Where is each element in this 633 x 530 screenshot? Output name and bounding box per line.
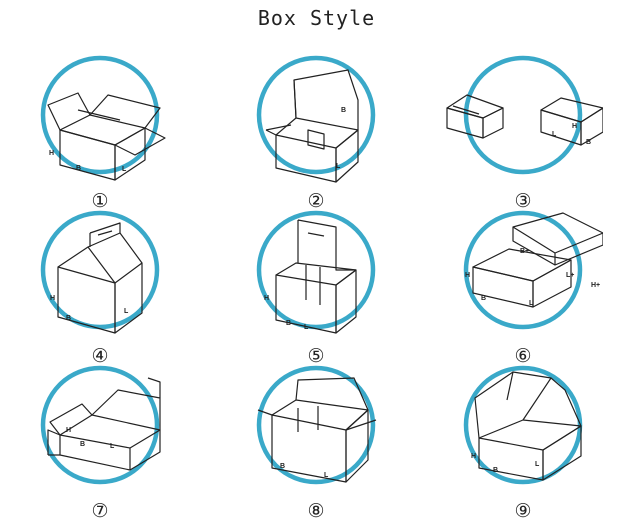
- dimension-label-L: L: [110, 443, 115, 450]
- dimension-label-L-plus: L+: [566, 272, 574, 279]
- dimension-label-B: B: [481, 295, 486, 302]
- frame-circle: [256, 55, 376, 175]
- dimension-label-B: B: [66, 315, 71, 322]
- frame-circle: [463, 210, 583, 330]
- dimension-label-B-plus: B+: [520, 248, 529, 255]
- dimension-label-H: H: [49, 150, 54, 157]
- dimension-label-B: B: [341, 107, 346, 114]
- frame-circle: [256, 365, 376, 485]
- dimension-label-L: L: [529, 300, 534, 307]
- box-illustration-7: [47, 377, 161, 471]
- style-number: ⑦: [91, 500, 109, 522]
- box-style-7: H B L ⑦: [20, 360, 180, 530]
- box-illustration-9: [474, 371, 582, 481]
- dimension-label-L: L: [124, 308, 129, 315]
- frame-circle: [256, 210, 376, 330]
- dimension-label-L: L: [304, 324, 309, 331]
- page-title: Box Style: [257, 6, 376, 30]
- dimension-label-L: L: [535, 461, 540, 468]
- box-style-1: H B L ①: [20, 50, 180, 220]
- style-number: ②: [307, 190, 325, 212]
- style-number: ⑤: [307, 345, 325, 367]
- dimension-label-B: B: [586, 139, 591, 146]
- dimension-label-H: H: [264, 295, 269, 302]
- dimension-label-H: H: [66, 427, 71, 434]
- box-style-8: B L ⑧: [236, 360, 396, 530]
- frame-circle: [40, 365, 160, 485]
- dimension-label-H-plus: H+: [591, 282, 600, 289]
- frame-circle: [463, 55, 583, 175]
- style-number: ①: [91, 190, 109, 212]
- box-illustration-8: [257, 377, 377, 483]
- box-style-5: H B L ⑤: [236, 205, 396, 375]
- style-number: ⑨: [514, 500, 532, 522]
- dimension-label-L: L: [122, 166, 127, 173]
- dimension-label-B: B: [76, 165, 81, 172]
- style-number: ⑧: [307, 500, 325, 522]
- dimension-label-H: H: [465, 272, 470, 279]
- style-number: ⑥: [514, 345, 532, 367]
- frame-circle: [463, 365, 583, 485]
- box-illustration-2: [265, 69, 359, 183]
- dimension-label-B: B: [286, 320, 291, 327]
- box-illustration-6: [472, 212, 603, 308]
- dimension-label-B: B: [493, 467, 498, 474]
- dimension-label-B: B: [280, 463, 285, 470]
- dimension-label-L: L: [336, 163, 341, 170]
- box-illustration-4: [57, 222, 143, 334]
- box-style-3: L H B ③: [443, 50, 603, 220]
- box-style-9: H B L ⑨: [443, 360, 603, 530]
- style-number: ④: [91, 345, 109, 367]
- dimension-label-L: L: [552, 131, 557, 138]
- box-style-2: B L ②: [236, 50, 396, 220]
- dimension-label-L: L: [324, 472, 329, 479]
- style-number: ③: [514, 190, 532, 212]
- box-illustration-5: [275, 219, 357, 334]
- box-illustration-3: [446, 94, 603, 146]
- dimension-label-H: H: [50, 295, 55, 302]
- frame-circle: [40, 210, 160, 330]
- box-style-4: H B L ④: [20, 205, 180, 375]
- dimension-label-B: B: [80, 441, 85, 448]
- box-style-6: H B L B+ L+ H+ ⑥: [443, 205, 603, 375]
- dimension-label-H: H: [471, 453, 476, 460]
- box-illustration-1: [47, 92, 166, 181]
- dimension-label-H: H: [572, 123, 577, 130]
